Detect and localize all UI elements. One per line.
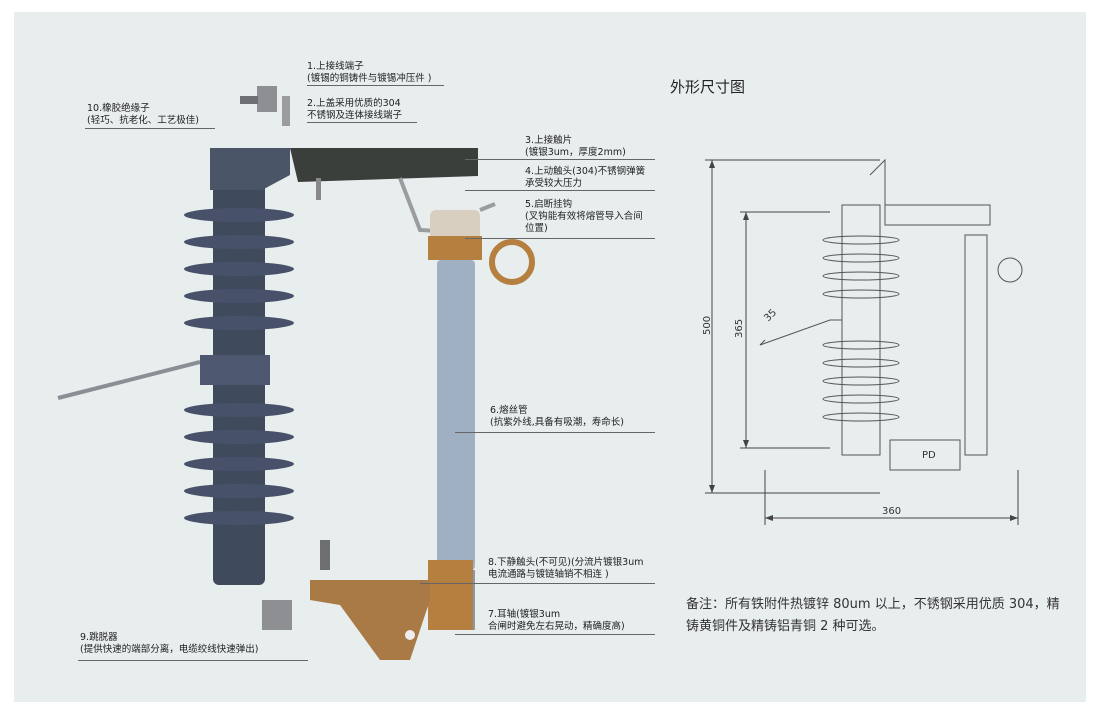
dim-label-overall-height: 500 bbox=[702, 316, 713, 335]
callout-4-line-1: 4.上动触头(304)不锈钢弹簧 bbox=[525, 166, 646, 177]
insulator-top-cap bbox=[210, 148, 290, 190]
lower-bracket bbox=[310, 580, 430, 660]
callout-7-line-1: 7.耳轴(镀银3um bbox=[488, 609, 561, 620]
callout-3-line-1: 3.上接触片 bbox=[525, 135, 573, 146]
callout-6-line-1: 6.熔丝管 bbox=[490, 405, 528, 416]
mounting-clamp bbox=[200, 355, 270, 385]
leader-3 bbox=[465, 159, 655, 160]
callout-5: 5.启断挂钩 (叉钩能有效将熔管导入合间 位置) bbox=[525, 199, 643, 235]
dim-label-width: 360 bbox=[882, 506, 901, 517]
dim-label-angle: 35 bbox=[762, 307, 779, 324]
leader-5 bbox=[465, 238, 655, 239]
leader-7 bbox=[455, 634, 655, 635]
callout-1: 1.上接线端子 (镀锡的铜铸件与镀锡冲压件 ) bbox=[307, 61, 431, 85]
top-cover bbox=[290, 148, 478, 182]
callout-9: 9.跳脱器 (提供快速的端部分离，电缆绞线快速弹出) bbox=[80, 632, 258, 656]
leader-10 bbox=[85, 128, 215, 129]
callout-4-line-2: 承受较大压力 bbox=[525, 178, 583, 189]
note-text: 备注：所有铁附件热镀锌 80um 以上，不锈钢采用优质 304，精铸黄铜件及精铸… bbox=[686, 597, 1060, 634]
callout-8-line-1: 8.下静触头(不可见)(分流片镀银3um bbox=[488, 557, 644, 568]
callout-7: 7.耳轴(镀银3um 合闸时避免左右晃动，精确度高) bbox=[488, 609, 625, 633]
fuse-tube bbox=[437, 260, 475, 570]
callout-3-line-2: (镀银3um，厚度2mm) bbox=[525, 147, 626, 158]
leader-8 bbox=[420, 583, 655, 584]
callout-2: 2.上盖采用优质的304 不锈钢及连体接线端子 bbox=[307, 98, 402, 122]
top-terminal bbox=[257, 86, 277, 112]
callout-5-line-2: (叉钩能有效将熔管导入合间 bbox=[525, 211, 643, 222]
callout-3: 3.上接触片 (镀银3um，厚度2mm) bbox=[525, 135, 626, 159]
callout-8-line-2: 电流通路与镀链轴销不相连 ) bbox=[488, 569, 609, 580]
upper-brass-cap bbox=[428, 236, 482, 260]
leader-1 bbox=[307, 85, 444, 86]
panel bbox=[14, 12, 1086, 702]
callout-8: 8.下静触头(不可见)(分流片镀银3um 电流通路与镀链轴销不相连 ) bbox=[488, 557, 644, 581]
upper-contact bbox=[430, 210, 480, 240]
leader-4 bbox=[465, 190, 655, 191]
cable bbox=[57, 360, 201, 400]
leader-9 bbox=[78, 660, 308, 661]
callout-2-line-1: 2.上盖采用优质的304 bbox=[307, 98, 401, 109]
callout-5-line-3: 位置) bbox=[525, 223, 548, 234]
callout-10-line-1: 10.橡胶绝缘子 bbox=[87, 103, 150, 114]
lower-terminal bbox=[262, 600, 292, 630]
callout-10-line-2: (轻巧、抗老化、工艺极佳) bbox=[87, 115, 199, 126]
insulator-sheds bbox=[184, 208, 294, 525]
callout-10: 10.橡胶绝缘子 (轻巧、抗老化、工艺极佳) bbox=[87, 103, 199, 127]
pull-ring bbox=[489, 239, 535, 285]
leader-6 bbox=[455, 432, 655, 433]
lower-brass-contact bbox=[428, 560, 473, 630]
callout-6: 6.熔丝管 (抗紫外线,具备有吸潮，寿命长) bbox=[490, 405, 624, 429]
callout-1-line-1: 1.上接线端子 bbox=[307, 61, 364, 72]
leader-2 bbox=[307, 122, 417, 123]
callout-9-line-2: (提供快速的端部分离，电缆绞线快速弹出) bbox=[80, 644, 259, 655]
callout-7-line-2: 合闸时避免左右晃动，精确度高) bbox=[488, 621, 625, 632]
callout-2-line-2: 不锈钢及连体接线端子 bbox=[307, 110, 403, 121]
callout-6-line-2: (抗紫外线,具备有吸潮，寿命长) bbox=[490, 417, 624, 428]
dim-label-inner-height: 365 bbox=[734, 319, 745, 338]
dimension-drawing-title: 外形尺寸图 bbox=[670, 78, 746, 96]
callout-5-line-1: 5.启断挂钩 bbox=[525, 199, 573, 210]
dim-label-mark: PD bbox=[922, 450, 936, 461]
callout-1-line-2: (镀锡的铜铸件与镀锡冲压件 ) bbox=[307, 73, 432, 84]
callout-9-line-1: 9.跳脱器 bbox=[80, 632, 118, 643]
callout-4: 4.上动触头(304)不锈钢弹簧 承受较大压力 bbox=[525, 166, 645, 190]
